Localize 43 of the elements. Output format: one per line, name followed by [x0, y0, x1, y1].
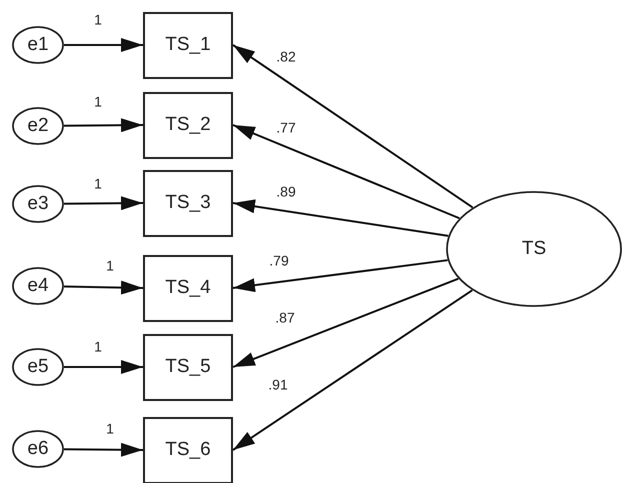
- variable-label: e6: [27, 438, 49, 460]
- variable-label: TS_3: [165, 192, 211, 214]
- edge-label: 1: [93, 176, 103, 192]
- edge-label: .91: [267, 378, 289, 392]
- variable-label: e1: [27, 34, 49, 56]
- edge-label: .89: [275, 184, 297, 200]
- variable-label: e4: [27, 275, 49, 297]
- variable-label: e5: [27, 356, 49, 378]
- arrow: [232, 278, 459, 368]
- arrow: [232, 289, 473, 451]
- arrow: [64, 442, 144, 457]
- edge-label: 1: [93, 94, 103, 110]
- edge-label: 1: [93, 340, 103, 354]
- edge-label: .79: [268, 254, 290, 268]
- arrow: [64, 196, 144, 210]
- observed-variable-box: [143, 92, 233, 158]
- arrow: [64, 360, 143, 374]
- observed-variable-box: [143, 334, 233, 400]
- edge-label: .82: [275, 50, 297, 64]
- variable-label: TS_5: [165, 356, 211, 378]
- observed-variable-box: [143, 254, 233, 322]
- variable-label: TS_2: [165, 114, 211, 136]
- variable-label: e2: [27, 115, 49, 137]
- variable-label: TS_4: [165, 277, 211, 299]
- arrow: [64, 38, 143, 52]
- observed-variable-box: [143, 416, 233, 483]
- arrow: [64, 118, 144, 132]
- edge-label: 1: [93, 12, 103, 28]
- arrow: [232, 199, 448, 237]
- arrow: [64, 280, 144, 295]
- edge-label: 1: [105, 258, 115, 274]
- variable-label: TS_1: [165, 34, 211, 56]
- edge-label: .77: [275, 120, 297, 136]
- variable-label: e3: [27, 193, 49, 215]
- arrow: [232, 44, 474, 208]
- variable-label: TS_6: [165, 439, 211, 461]
- variable-label: TS: [522, 238, 546, 260]
- edge-label: 1: [105, 422, 115, 436]
- edge-label: .87: [274, 310, 296, 326]
- observed-variable-box: [143, 12, 233, 78]
- observed-variable-box: [143, 170, 233, 236]
- arrow: [232, 259, 448, 292]
- arrow: [232, 124, 460, 220]
